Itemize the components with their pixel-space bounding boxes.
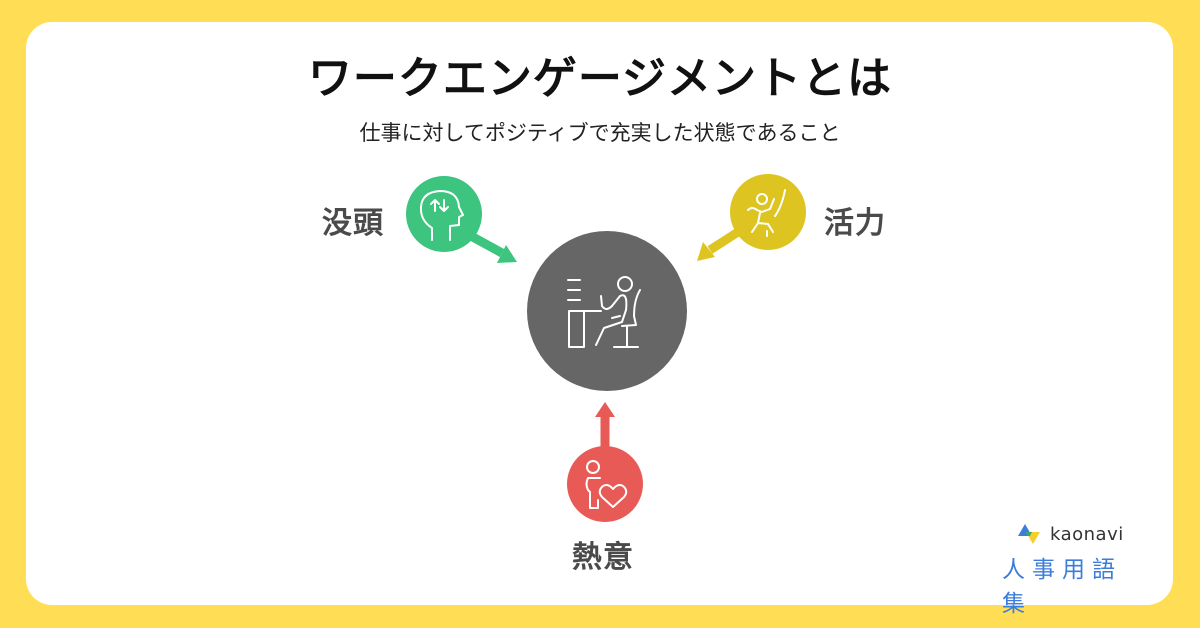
head-arrows-icon [419,190,464,241]
page-subtitle: 仕事に対してポジティブで充実した状態であること [359,121,841,145]
person-at-desk-icon [527,231,687,391]
page-title: ワークエンゲージメントとは [307,53,893,104]
kaonavi-logo-icon [1018,524,1040,544]
immersion-node [406,176,517,263]
brand-subtitle: 人事用語集 [1002,557,1122,617]
enthusiasm-label: 熱意 [572,540,634,575]
vitality-label: 活力 [824,206,886,241]
immersion-label: 没頭 [322,206,384,241]
enthusiasm-node [567,402,643,522]
person-heart-icon [585,460,628,509]
brand-logo: kaonavi 人事用語集 [1000,522,1150,618]
brand-name: kaonavi [1050,523,1124,545]
vitality-node [697,174,806,261]
energetic-person-icon [747,189,786,237]
